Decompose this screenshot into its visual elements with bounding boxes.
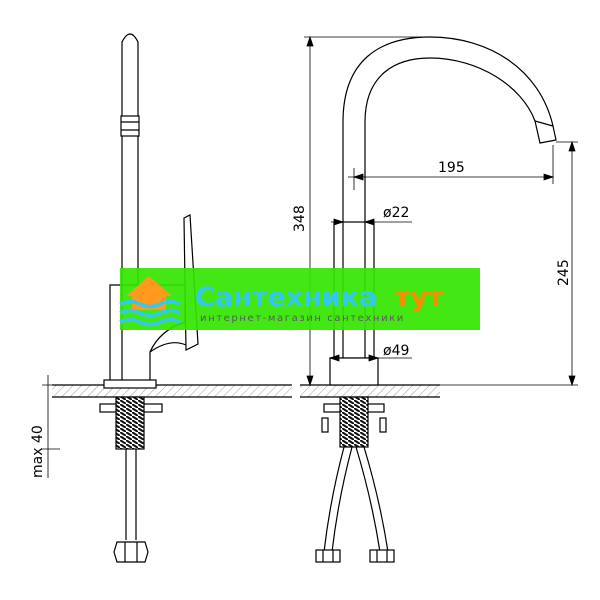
dimension-base-diameter <box>328 354 412 362</box>
label-spout-reach: 195 <box>438 160 465 176</box>
front-hose-right <box>355 446 389 553</box>
side-spout-pipe <box>121 33 139 385</box>
label-base-diameter: ø49 <box>383 343 409 359</box>
label-total-height: 348 <box>292 205 308 232</box>
aerator-band <box>120 115 140 137</box>
watermark-background <box>120 268 480 330</box>
front-hose-left <box>323 446 353 553</box>
counter-top-right <box>300 384 440 398</box>
watermark-title-part1: Сантехника <box>195 282 377 313</box>
dimension-spout-reach <box>348 145 555 190</box>
watermark-banner: Сантехника тут интернет-магазин сантехни… <box>119 268 480 330</box>
dimension-spout-height <box>440 140 578 387</box>
side-hose <box>125 449 137 540</box>
front-spout-tip <box>534 120 557 144</box>
house-waves-logo-icon <box>119 276 181 327</box>
watermark-title: Сантехника тут <box>195 282 444 313</box>
front-base <box>329 357 379 386</box>
dimension-pipe-diameter <box>331 218 412 226</box>
label-max-thickness: max 40 <box>30 425 46 478</box>
dimension-max-thickness <box>42 375 60 478</box>
side-view <box>52 33 292 563</box>
side-threaded-stud <box>115 396 145 450</box>
label-spout-height: 245 <box>556 259 572 286</box>
watermark-title-part2: тут <box>395 282 444 313</box>
counter-top-left <box>52 384 292 398</box>
label-pipe-diameter: ø22 <box>383 205 409 221</box>
side-base-flange <box>103 379 157 389</box>
front-threaded-stud <box>339 396 369 448</box>
watermark-subtitle: интернет-магазин сантехники <box>200 313 405 324</box>
